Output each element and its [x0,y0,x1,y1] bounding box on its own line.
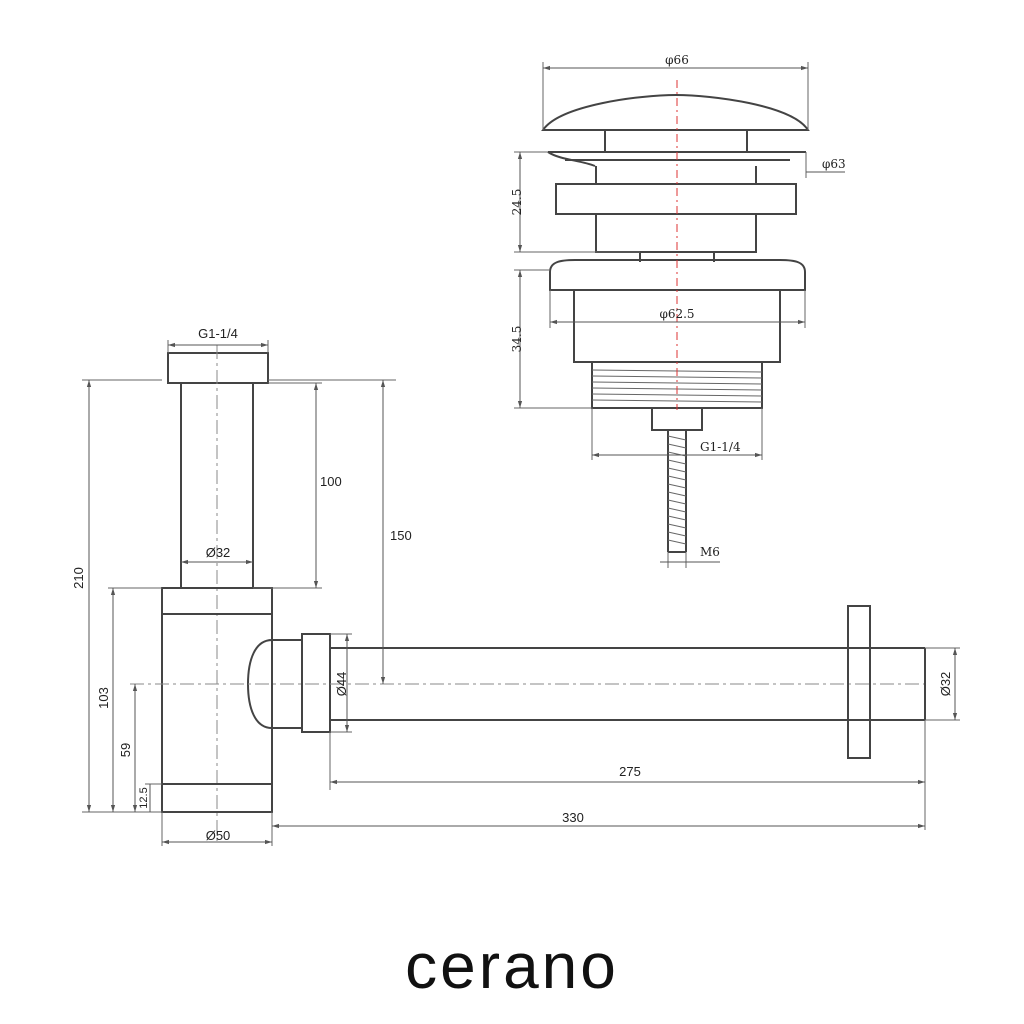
dim-height-34-5: 34.5 [510,326,524,353]
siphon-top-nut [167,352,269,384]
dim-length-275: 275 [619,764,641,779]
m6-bolt [667,430,687,553]
dim-dia-66: φ66 [665,53,689,67]
dim-height-24-5: 24.5 [510,189,524,216]
dim-dia-62-5: φ62.5 [659,307,694,321]
dim-dia-50-body: Ø50 [206,828,231,843]
dim-dia-63: φ63 [822,157,846,171]
waste-cap [541,93,810,131]
dim-dia-32-wall: Ø32 [938,672,953,697]
dim-bolt-m6: M6 [700,545,720,559]
bottle-trap-siphon: G1-1/4 100 150 210 103 59 12.5 Ø32 [71,326,960,846]
dim-height-100: 100 [320,474,342,489]
dim-dia-32-tube: Ø32 [206,545,231,560]
dim-thread-waste: G1-1/4 [700,440,741,454]
pop-up-waste: φ66 φ63 24.5 34.5 φ62.5 G1-1/4 M6 [510,53,846,568]
brand-logo-text: cerano [405,930,619,1002]
dim-height-210: 210 [71,567,86,589]
dim-thread-top: G1-1/4 [198,326,238,341]
siphon-outlet-nut [301,633,331,733]
siphon-bottom-cap [161,783,273,813]
dim-height-59: 59 [118,743,133,757]
wall-flange [847,605,871,759]
dim-height-12-5: 12.5 [138,787,150,808]
dim-height-103: 103 [96,687,111,709]
dim-length-330: 330 [562,810,584,825]
dim-dia-44-nut: Ø44 [334,672,349,697]
dim-height-150: 150 [390,528,412,543]
